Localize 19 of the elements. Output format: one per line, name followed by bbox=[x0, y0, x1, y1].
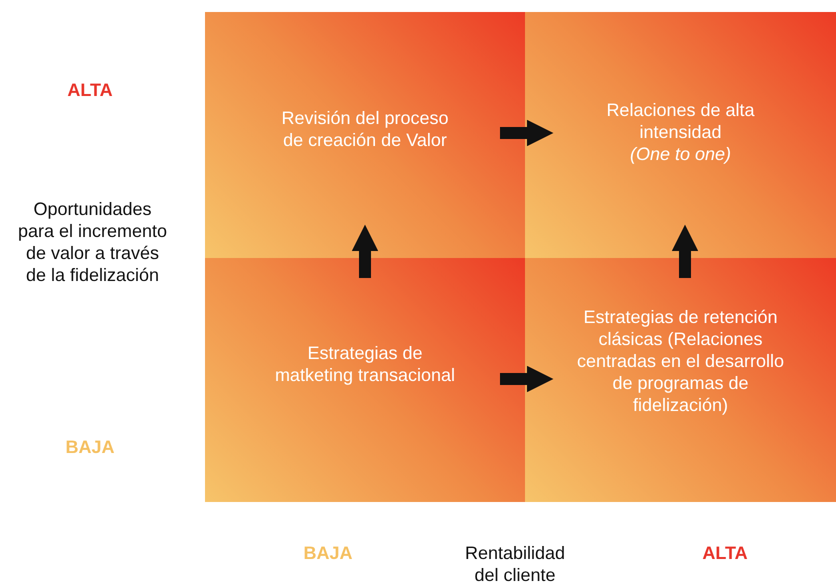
axis-title: Rentabilidad del cliente bbox=[465, 542, 565, 585]
axis-title: Oportunidades para el incremento de valor a través de la fidelización bbox=[16, 198, 168, 286]
axis-value: ALTA bbox=[701, 542, 749, 564]
quadrant-subtitle: (One to one) bbox=[628, 143, 732, 165]
arrow bbox=[672, 224, 698, 278]
arrow bbox=[500, 120, 554, 146]
quadrant-text: Revisión del proceso de creación de Valor bbox=[280, 107, 450, 151]
arrow bbox=[352, 224, 378, 278]
quadrant-box bbox=[525, 12, 836, 258]
quadrant-text: Estrategias de matketing transacional bbox=[274, 342, 456, 386]
arrow bbox=[500, 366, 554, 392]
axis-value: ALTA bbox=[66, 79, 114, 101]
axis-value: BAJA bbox=[302, 542, 354, 564]
quadrant-box bbox=[525, 258, 836, 502]
quadrant-text: Estrategias de retención clásicas (Relaciones centradas en el desarrollo de programas de fidelización) bbox=[576, 306, 786, 416]
quadrant-text: Relaciones de alta intensidad bbox=[605, 99, 756, 143]
quadrant-box bbox=[205, 258, 525, 502]
axis-value: BAJA bbox=[64, 436, 116, 458]
quadrant-box bbox=[205, 12, 525, 258]
